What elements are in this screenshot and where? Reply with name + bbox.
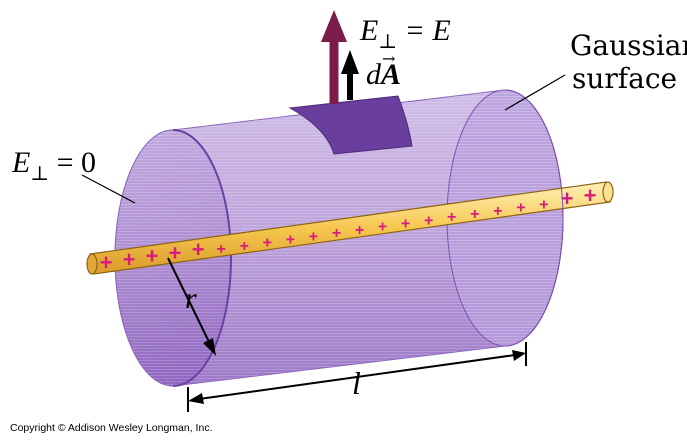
- right-cap-rim: [504, 89, 564, 347]
- e-perp-top-label: E⊥ = E: [359, 14, 451, 53]
- length-arrow-head-left: [188, 393, 204, 404]
- charge-plus: +: [424, 212, 433, 229]
- rod-right-end: [602, 181, 614, 203]
- right-end-cap-stripes: [447, 90, 563, 346]
- charge-plus: +: [355, 222, 364, 239]
- radius-arrow-head: [203, 338, 216, 356]
- charge-plus: +: [123, 247, 136, 272]
- e-perp-zero-label: E⊥ = 0: [11, 146, 96, 185]
- charge-plus: +: [100, 250, 113, 275]
- da-label: dA: [366, 58, 401, 91]
- charge-plus: +: [516, 200, 525, 217]
- gaussian-leader-line: [504, 74, 566, 111]
- charge-plus: +: [447, 209, 456, 226]
- length-arrow-shaft: [191, 353, 523, 401]
- charge-plus: +: [401, 216, 410, 233]
- radius-arrow-shaft: [167, 257, 213, 349]
- charge-plus: +: [539, 196, 548, 213]
- copyright-text: Copyright © Addison Wesley Longman, Inc.: [10, 422, 212, 434]
- charge-plus: +: [192, 237, 205, 262]
- charge-plus: +: [470, 206, 479, 223]
- charge-plus: +: [584, 183, 597, 208]
- charge-plus: +: [240, 238, 249, 255]
- rod-charges: + + + + + + + + + + + + + + + + + + + + + +: [100, 183, 597, 275]
- rod-left-end: [86, 253, 98, 275]
- charge-plus: +: [217, 241, 226, 258]
- charged-rod: + + + + + + + + + + + + + + + + + + + + + +: [86, 181, 614, 275]
- left-cap-front-rim: [172, 129, 232, 387]
- charge-plus: +: [169, 240, 182, 265]
- radius-label: r: [185, 282, 197, 315]
- charge-plus: +: [332, 225, 341, 242]
- field-arrow-head: [321, 10, 347, 42]
- charge-plus: +: [309, 228, 318, 245]
- e-zero-leader-line: [81, 174, 136, 204]
- length-label: l: [352, 365, 361, 401]
- area-patch: [288, 95, 413, 155]
- charge-plus: +: [378, 219, 387, 236]
- charge-plus: +: [263, 235, 272, 252]
- charge-plus: +: [146, 244, 159, 269]
- area-arrow-head: [341, 50, 359, 74]
- length-arrow-head-right: [512, 350, 526, 361]
- gaussian-label-line1: Gaussian: [570, 29, 687, 62]
- charge-plus: +: [561, 186, 574, 211]
- da-label-arrow: →: [382, 49, 395, 68]
- charge-plus: +: [493, 203, 502, 220]
- gaussian-label-line2: surface: [572, 62, 677, 95]
- charge-plus: +: [286, 232, 295, 249]
